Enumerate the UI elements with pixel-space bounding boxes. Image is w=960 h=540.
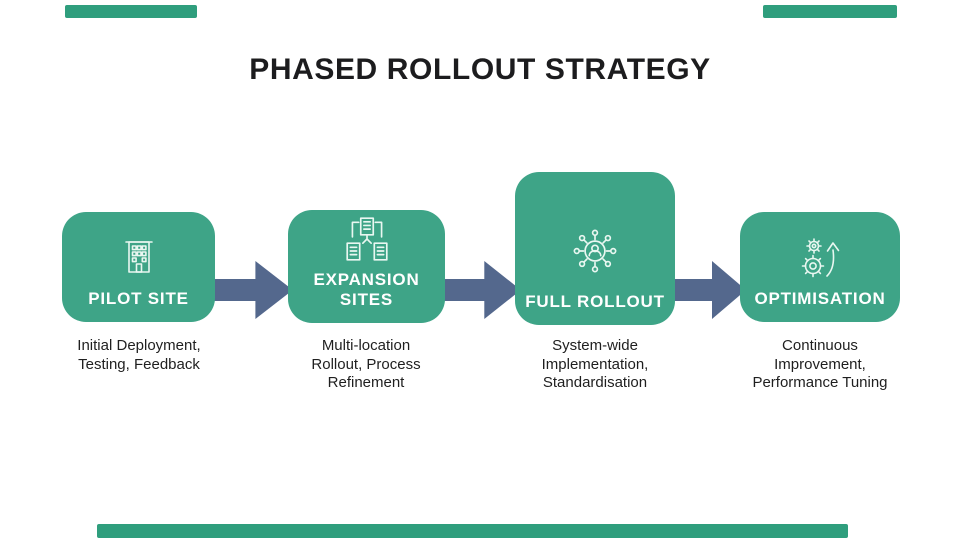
- flow-arrow-2: [437, 261, 521, 319]
- phase-description-pilot-site: Initial Deployment, Testing, Feedback: [77, 337, 201, 373]
- phase-box-pilot-site: PILOT SITE: [62, 212, 215, 322]
- phase-description-optimisation: Continuous Improvement, Performance Tuni…: [752, 337, 888, 391]
- phase-box-full-rollout: FULL ROLLOUT: [515, 172, 675, 325]
- rollout-network-icon: [570, 226, 620, 276]
- buildings-network-icon: [342, 216, 392, 262]
- phase-label: EXPANSION SITES: [313, 270, 420, 309]
- bottom-accent-bar: [97, 524, 848, 538]
- top-right-accent-bar: [763, 5, 897, 18]
- phase-box-expansion-sites: EXPANSION SITES: [288, 210, 445, 323]
- phase-description-expansion-sites: Multi-location Rollout, Process Refineme…: [311, 337, 421, 391]
- flow-arrow-3: [668, 261, 746, 319]
- phase-label: OPTIMISATION: [754, 289, 886, 308]
- phase-label: PILOT SITE: [88, 289, 189, 308]
- flow-arrow-1: [207, 261, 293, 319]
- top-left-accent-bar: [65, 5, 197, 18]
- gears-growth-icon: [796, 235, 844, 281]
- page-title: PHASED ROLLOUT STRATEGY: [249, 53, 711, 86]
- office-building-icon: [115, 233, 163, 281]
- phase-label: FULL ROLLOUT: [525, 292, 665, 311]
- phase-description-full-rollout: System-wide Implementation, Standardisat…: [541, 337, 649, 391]
- phase-box-optimisation: OPTIMISATION: [740, 212, 900, 322]
